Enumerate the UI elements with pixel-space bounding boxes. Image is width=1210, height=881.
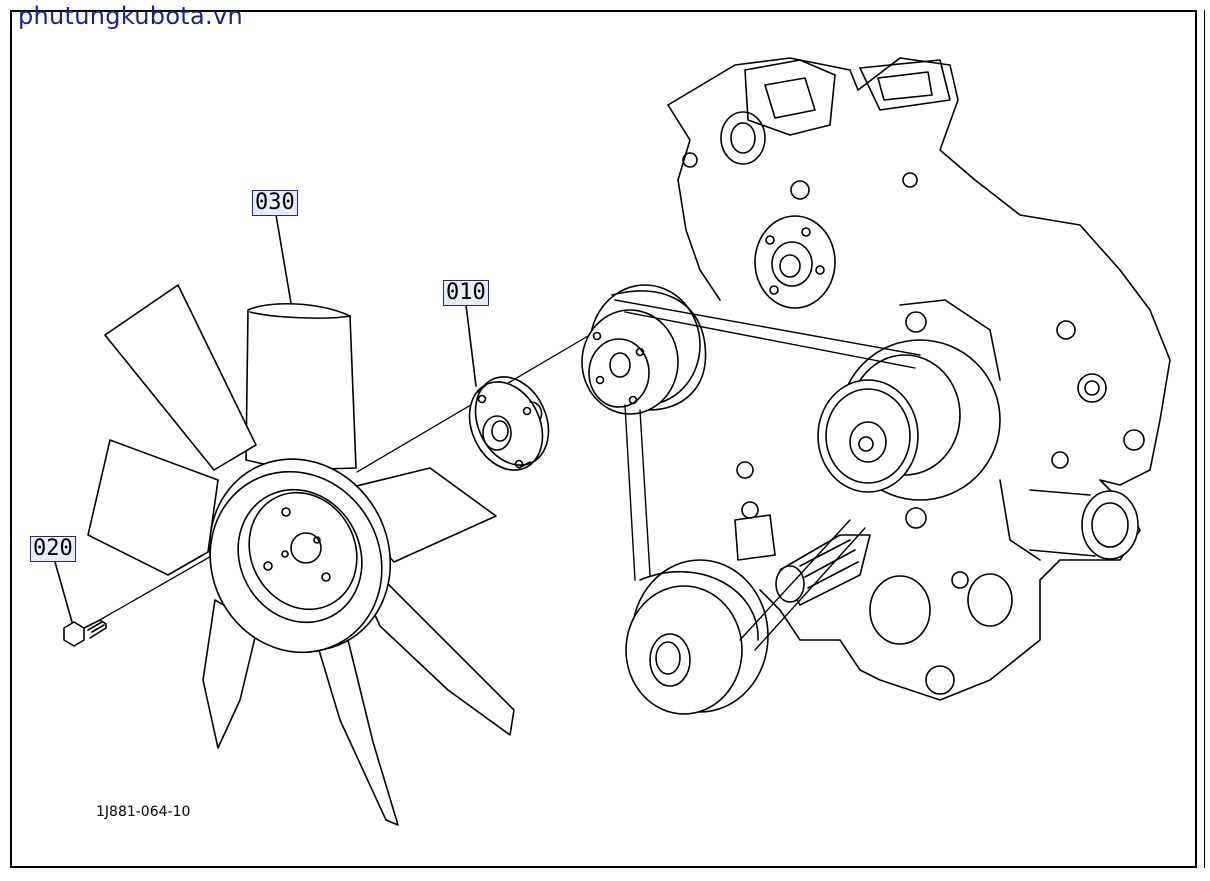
drawing-number: 1J881-064-10 bbox=[96, 804, 191, 820]
engine-block bbox=[667, 57, 1171, 701]
spacer-010 bbox=[468, 376, 550, 471]
leader-lines bbox=[54, 214, 477, 623]
site-watermark: phutungkubota.vn bbox=[18, 2, 243, 30]
v-belt bbox=[614, 299, 921, 651]
bolt-020 bbox=[63, 619, 107, 647]
callout-020[interactable]: 020 bbox=[30, 536, 76, 562]
callout-010[interactable]: 010 bbox=[443, 280, 489, 306]
frame-edge bbox=[1204, 10, 1205, 868]
crank-pulley bbox=[625, 559, 769, 715]
callout-030[interactable]: 030 bbox=[252, 190, 298, 216]
fan-pulley bbox=[581, 284, 707, 415]
fan-030 bbox=[87, 284, 515, 826]
